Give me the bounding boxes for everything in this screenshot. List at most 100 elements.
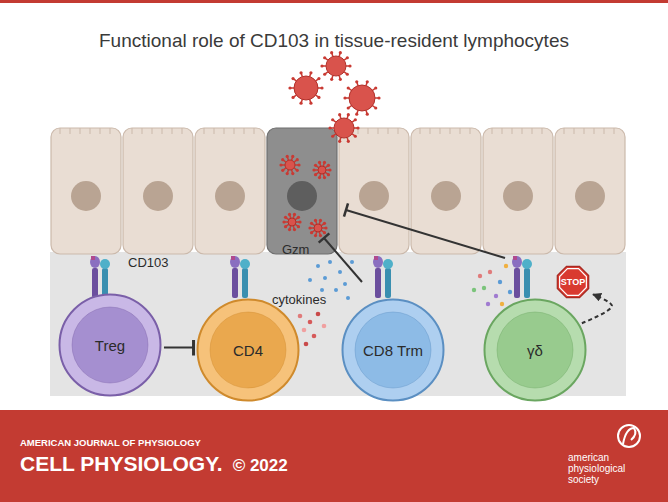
microvillus [224,128,225,134]
virus-spike [323,56,326,59]
virus-spike [314,234,317,237]
virus-spike [318,161,321,164]
virus-spike [296,158,299,161]
microvillus [398,128,399,134]
microvillus [564,128,565,134]
microvillus [594,128,595,134]
virus-spike [297,216,300,219]
stop-label: STOP [561,277,585,287]
cell-label: CD8 Trm [363,342,423,359]
virus-spike [279,163,282,166]
virus-spike [338,140,341,143]
microvillus [460,128,461,134]
granzyme-dot [328,260,332,264]
cd103-integrin [373,256,393,298]
epithelial-cell [339,128,409,254]
top-rule [0,0,668,3]
virus-spike [327,173,330,176]
cell-body [198,300,299,401]
virus-spike [284,225,287,228]
microvillus [244,128,245,134]
illustration-part [91,256,95,260]
microvillus [470,128,471,134]
virus-spike [308,226,311,229]
cell-nucleus [497,312,573,388]
cytokine-dot [486,302,490,306]
virus-spike [314,173,317,176]
granzyme-dot [308,278,312,282]
virus-body [334,118,354,138]
virus-spike [366,80,369,83]
illustration-part [373,256,383,268]
illustration-part [240,259,250,269]
illustration-part [375,268,381,298]
illustration-part [100,259,110,269]
virus-spike [348,64,351,67]
virus-spike [291,155,294,158]
granzyme-dot [350,260,354,264]
virus-spike [319,234,322,237]
virus [282,213,301,231]
octagon-rim [560,269,587,296]
virus-spike [309,102,312,105]
cytokine-dot [504,264,508,268]
virus [288,71,323,105]
virus-spike [346,56,349,59]
journal-name: AMERICAN JOURNAL OF PHYSIOLOGY [20,437,201,448]
virus-spike [356,126,359,129]
illustration-part [374,256,378,260]
virus-spike [328,126,331,129]
journal-title: CELL PHYSIOLOGY. [20,452,223,476]
illustration-part [102,268,108,298]
illustration-part [92,268,98,298]
granzyme-dot [334,288,338,292]
virus-spike [377,96,380,99]
virus-spike [318,176,321,179]
microvillus [584,128,585,134]
nucleus [575,181,605,211]
microvillus [388,128,389,134]
cytokine-dot [482,286,486,290]
cell-label: γδ [527,342,543,359]
lamina-propria [50,252,626,396]
dashed-arrow [582,294,612,323]
virus-spike [323,231,326,234]
microvillus [522,128,523,134]
cell-body [343,300,444,401]
cytokine-dot [312,334,317,339]
virus-spike [291,96,294,99]
epithelial-cell [483,128,553,254]
nucleus [431,181,461,211]
virus-spike [339,51,342,54]
virus-body [318,166,326,174]
illustration-part [385,268,391,298]
cytokine-dot [472,288,476,292]
virus-spike [317,96,320,99]
cytokine-dot [304,342,309,347]
virus-spike [323,222,326,225]
cytokine-dot [322,324,327,329]
microvillus [214,128,215,134]
virus-spike [299,71,302,74]
infected-cell [267,128,337,254]
microvillus [512,128,513,134]
microvillus [172,128,173,134]
microvillus [604,128,605,134]
society-name: american physiological society [568,452,644,485]
virus-spike [323,73,326,76]
microvillus [100,128,101,134]
octagon [557,266,588,297]
granzyme-dot [320,288,324,292]
microvillus [492,128,493,134]
nucleus [503,181,533,211]
part-label: cytokines [272,292,326,307]
microvillus [142,128,143,134]
virus-spike [314,219,317,222]
virus-spike [312,168,315,171]
virus-spike [347,106,350,109]
virus-spike [317,77,320,80]
cytokine-dot [308,320,313,325]
